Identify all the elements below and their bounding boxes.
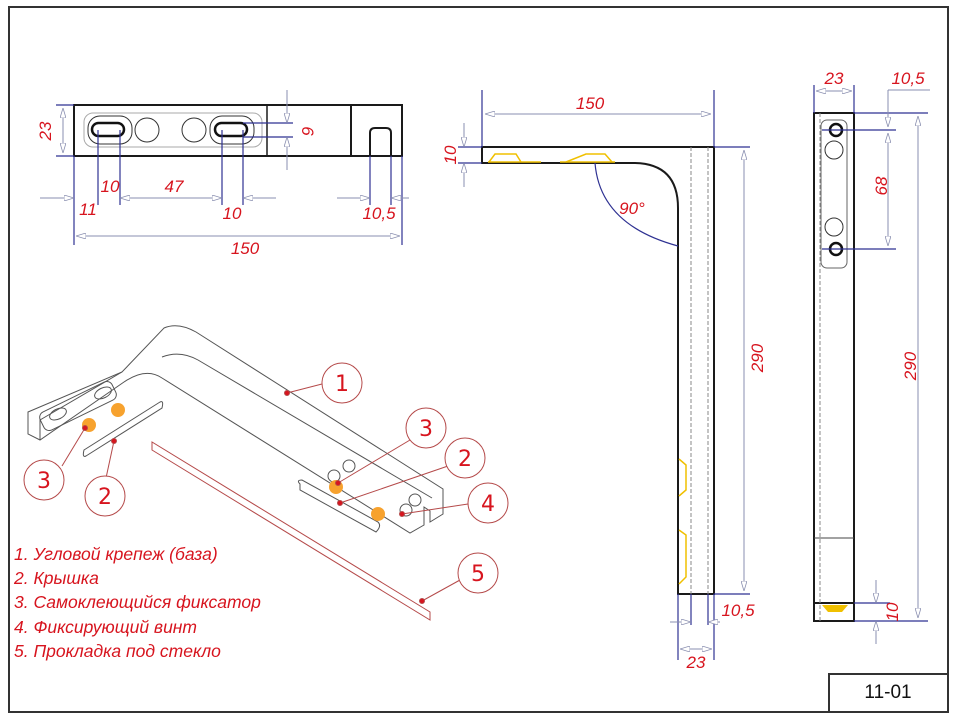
dim-end-width: 23 (824, 69, 844, 88)
dim-slot1-length: 10 (101, 177, 120, 196)
adhesive-dot (371, 507, 385, 521)
dim-side-height: 290 (748, 343, 767, 373)
legend-item: 4. Фиксирующий винт (14, 616, 198, 637)
callout-2-right-label: 2 (458, 447, 472, 472)
callout-2-left (84, 475, 126, 517)
dim-side-width: 23 (686, 653, 706, 672)
dim-offset-left: 11 (79, 200, 97, 219)
title-block (828, 673, 949, 713)
legend-item: 3. Самоклеющийся фиксатор (14, 592, 261, 613)
callout-1 (321, 362, 363, 404)
sheet-number: 11-01 (864, 682, 912, 703)
screw (399, 503, 413, 517)
dim-slot-width: 6 (298, 126, 317, 136)
slot-2 (213, 121, 249, 138)
callout-3-right-label: 3 (419, 417, 433, 442)
dim-end-notch: 10,5 (362, 204, 396, 223)
dim-slot2-length: 10 (223, 204, 242, 223)
legend-item: 1. Угловой крепеж (база) (14, 544, 218, 564)
callouts (23, 362, 509, 604)
legend-item: 5. Прокладка под стекло (14, 640, 221, 661)
glass-gasket (151, 441, 431, 621)
dim-angle: 90° (619, 199, 645, 218)
cover-right (297, 479, 381, 533)
callout-5 (457, 552, 499, 594)
dim-side-length: 150 (576, 94, 605, 113)
dim-hole-spacing: 68 (872, 176, 891, 195)
callout-3-left-label: 3 (37, 469, 51, 494)
dim-side-thickness: 10 (441, 145, 460, 164)
parts-legend: 1. Угловой крепеж (база) 2. Крышка 3. Са… (14, 542, 261, 663)
slot-1 (90, 121, 126, 138)
callout-4 (467, 482, 509, 524)
dim-side-notch: 10,5 (721, 601, 755, 620)
end-view: 23 10,5 68 290 10 (813, 69, 930, 644)
sheet-frame (8, 6, 949, 713)
adhesive-dot (111, 403, 125, 417)
hole (181, 117, 207, 143)
callout-4-label: 4 (481, 492, 495, 517)
legend-item: 2. Крышка (14, 568, 99, 589)
side-view-body (481, 146, 715, 595)
hole (134, 117, 160, 143)
side-view: 150 10 90° 290 10,5 23 (441, 90, 767, 672)
callout-2-right (444, 437, 486, 479)
glue-pad (822, 605, 848, 612)
dim-spacing: 47 (165, 177, 184, 196)
dim-end-top-offset: 10,5 (891, 69, 925, 88)
end-notch (369, 127, 392, 156)
callout-3-left (23, 459, 65, 501)
dim-end-bottom-pad: 10 (883, 602, 902, 621)
cover-left (82, 401, 164, 457)
dim-top-height: 23 (36, 121, 55, 141)
top-view: 23 6 11 10 47 10 10,5 150 (36, 90, 409, 258)
glue-marks (488, 153, 687, 585)
callout-3-right (405, 407, 447, 449)
callout-2-left-label: 2 (98, 485, 112, 510)
dim-total-length: 150 (231, 239, 260, 258)
callout-1-label: 1 (335, 372, 349, 397)
callout-5-label: 5 (471, 562, 485, 587)
dim-end-height: 290 (901, 351, 920, 381)
